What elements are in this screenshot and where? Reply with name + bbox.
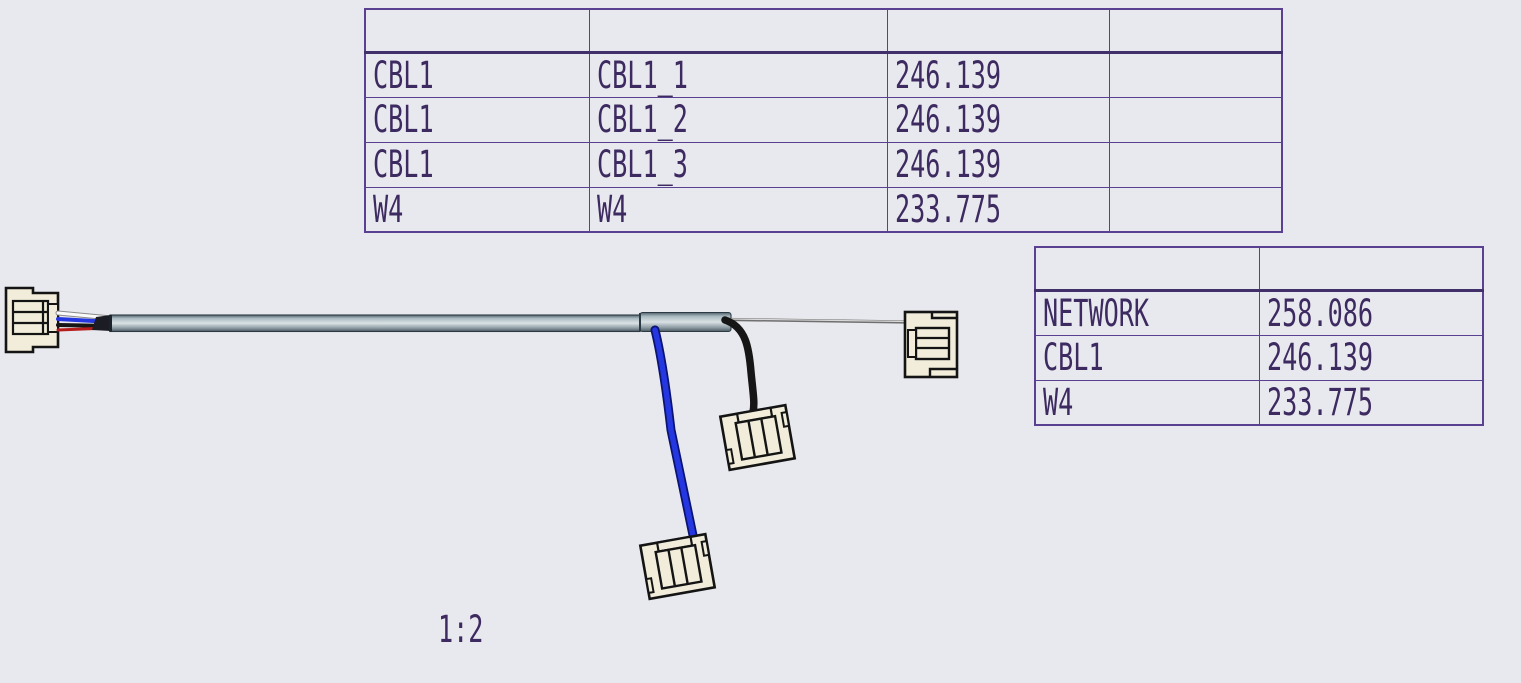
cell-length: 246.139 [1258,334,1484,381]
view-scale-label: 1:2 [438,608,484,651]
cell-length: 246.139 [886,96,1110,143]
connector-middle-branch[interactable] [719,403,796,472]
header-cell [588,8,888,54]
branch-wire-black[interactable] [721,316,758,416]
header-cell [1034,246,1260,292]
cell-segment-name: CBL1_3 [588,141,888,188]
table-row: CBL1 CBL1_3 246.139 [364,141,1283,188]
lead-wire-gray[interactable] [729,317,907,324]
header-cell [1258,246,1484,292]
cell-item-name: W4 [1034,379,1260,426]
cell-item-name: CBL1 [1034,334,1260,381]
table-row: NETWORK 258.086 [1034,289,1484,336]
branch-wire-blue[interactable] [650,325,699,545]
cell-empty [1108,96,1283,143]
cell-empty [1108,51,1283,98]
segment-length-table: CBL1 CBL1_1 246.139 CBL1 CBL1_2 246.139 … [364,8,1283,233]
cell-segment-name: W4 [588,186,888,233]
table-row: W4 233.775 [1034,379,1484,426]
table-header-row [364,8,1283,54]
main-cable-sheath[interactable] [109,311,732,333]
table-row: CBL1 CBL1_1 246.139 [364,51,1283,98]
cell-length: 258.086 [1258,289,1484,336]
header-cell [1108,8,1283,54]
table-row: CBL1 CBL1_2 246.139 [364,96,1283,143]
table-header-row [1034,246,1484,292]
connector-left[interactable] [4,286,60,354]
cell-length: 233.775 [1258,379,1484,426]
header-cell [364,8,590,54]
cell-bundle-name: CBL1 [364,96,590,143]
cell-item-name: NETWORK [1034,289,1260,336]
total-length-table: NETWORK 258.086 CBL1 246.139 W4 233.775 [1034,246,1484,426]
wire-fan[interactable] [55,310,114,332]
cell-length: 246.139 [886,51,1110,98]
cell-segment-name: CBL1_1 [588,51,888,98]
cell-bundle-name: CBL1 [364,141,590,188]
header-cell [886,8,1110,54]
connector-bottom-branch[interactable] [639,532,716,601]
cell-length: 246.139 [886,141,1110,188]
cell-bundle-name: W4 [364,186,590,233]
connector-right[interactable] [903,310,959,379]
cell-empty [1108,186,1283,233]
cell-segment-name: CBL1_2 [588,96,888,143]
cell-bundle-name: CBL1 [364,51,590,98]
cell-empty [1108,141,1283,188]
wire-bundle-wedge [92,315,111,331]
table-row: W4 W4 233.775 [364,186,1283,233]
table-row: CBL1 246.139 [1034,334,1484,381]
cell-length: 233.775 [886,186,1110,233]
